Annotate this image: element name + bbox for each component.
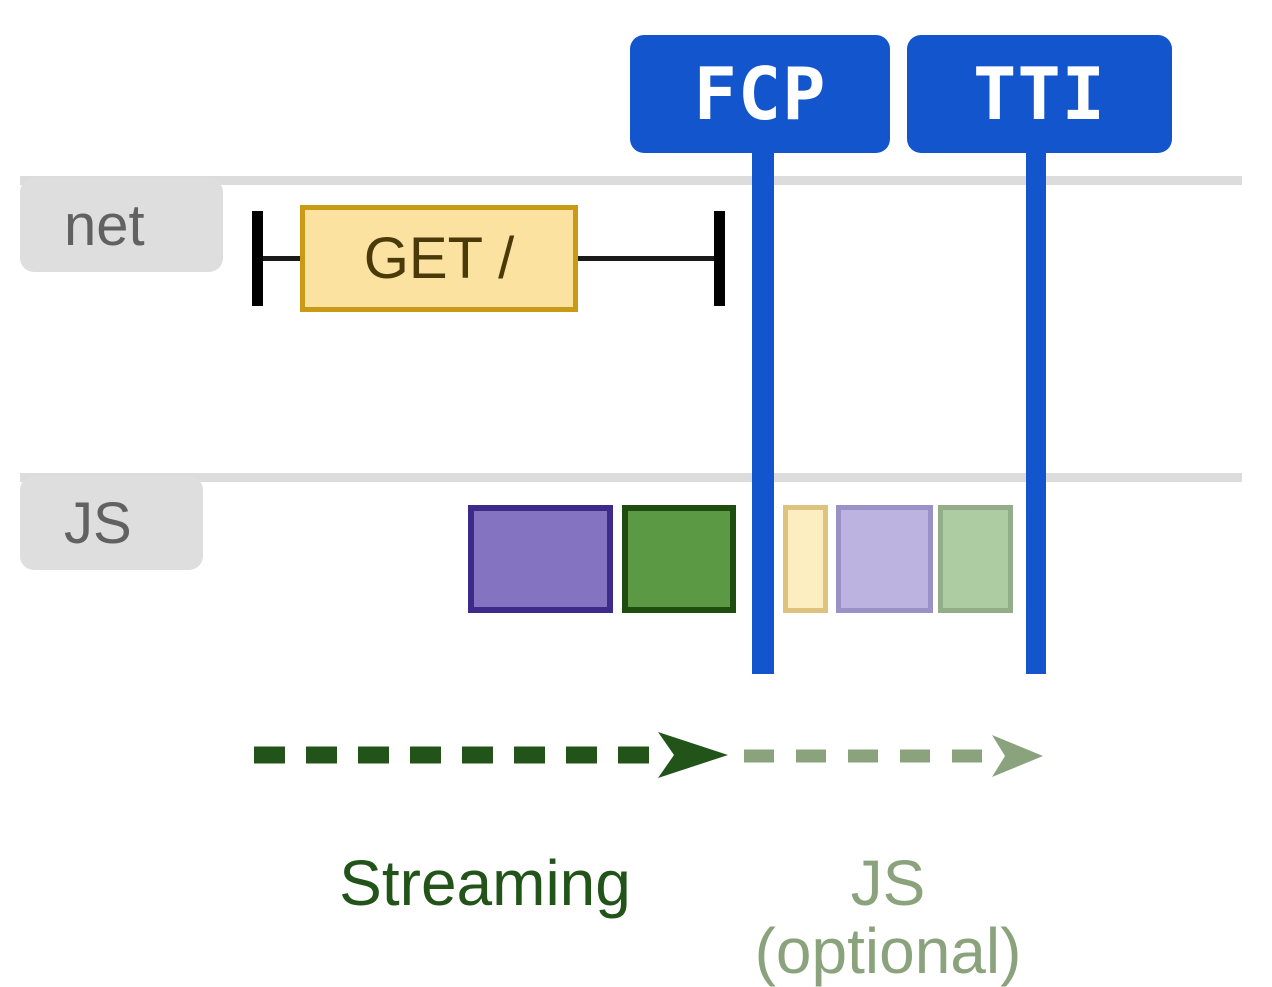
- track-line-net: [20, 176, 1242, 185]
- fcp-marker-flag[interactable]: FCP: [630, 35, 890, 153]
- streaming-phase-label: Streaming: [225, 782, 745, 918]
- streaming-phase-arrow: [250, 730, 730, 780]
- fcp-marker-label: FCP: [693, 52, 827, 136]
- track-label-net-text: net: [64, 192, 145, 258]
- js-task-block[interactable]: [783, 505, 828, 613]
- dashed-arrow-icon: [744, 735, 1043, 777]
- net-request-end-cap: [714, 211, 725, 306]
- fcp-marker-line: [752, 150, 774, 674]
- track-label-js: JS: [20, 476, 203, 570]
- net-request-start-cap: [252, 211, 263, 306]
- js-task-block[interactable]: [836, 505, 933, 613]
- track-label-js-text: JS: [64, 490, 132, 556]
- streaming-phase-label-text: Streaming: [339, 846, 631, 919]
- js-optional-phase-label: JS (optional): [718, 782, 1058, 985]
- net-request-block[interactable]: GET /: [300, 205, 578, 312]
- tti-marker-label: TTI: [972, 52, 1107, 136]
- js-optional-phase-arrow: [740, 732, 1045, 780]
- track-label-net: net: [20, 178, 223, 272]
- js-task-block[interactable]: [468, 505, 613, 613]
- track-line-js: [20, 473, 1242, 482]
- js-task-block[interactable]: [622, 505, 736, 613]
- dashed-arrow-icon: [254, 732, 728, 778]
- tti-marker-line: [1026, 150, 1046, 674]
- net-request-label: GET /: [363, 226, 515, 291]
- js-optional-phase-label-text: JS (optional): [754, 846, 1022, 987]
- tti-marker-flag[interactable]: TTI: [907, 35, 1172, 153]
- js-task-block[interactable]: [938, 505, 1013, 613]
